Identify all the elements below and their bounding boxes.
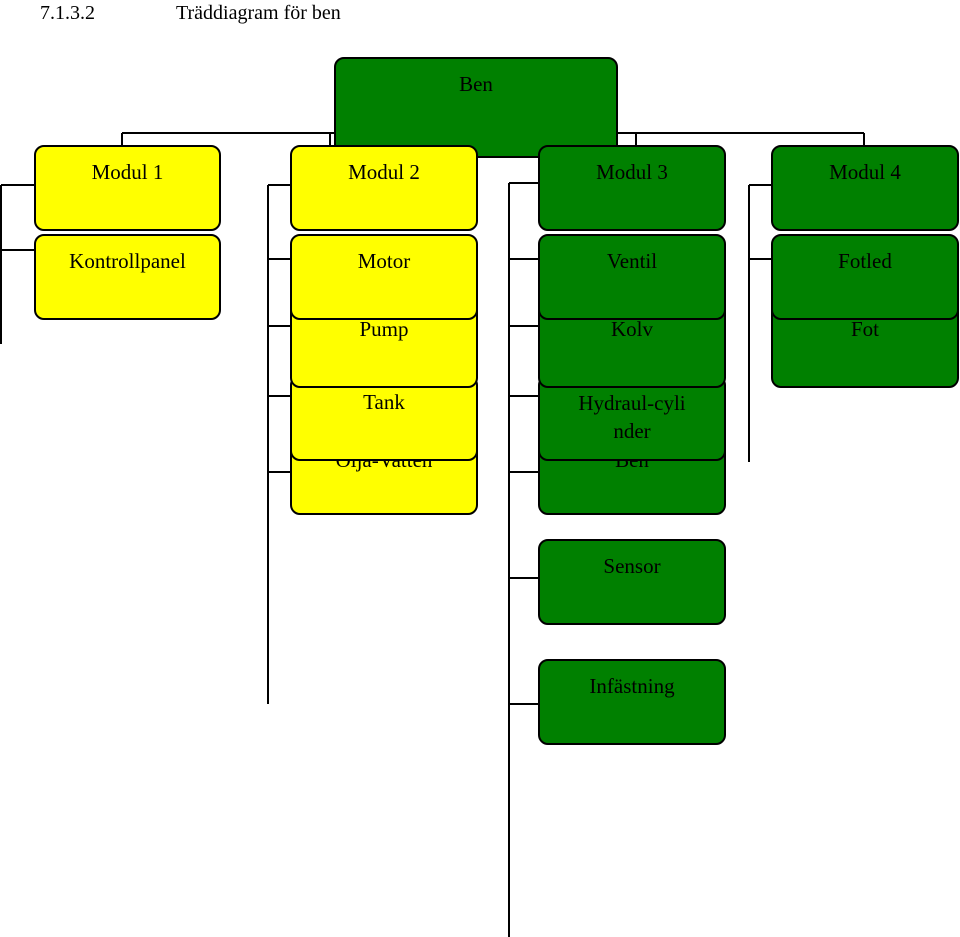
section-title: Träddiagram för ben [176, 2, 341, 24]
module-2-node: Modul 2 [290, 145, 478, 231]
component-sensor: Sensor [538, 539, 726, 625]
hydraulcylinder-label: Hydraul-cylinder [578, 391, 686, 443]
component-hydraulcylinder: Hydraul-cylinder [538, 375, 726, 461]
component-tank: Tank [290, 375, 478, 461]
component-kontrollpanel: Kontrollpanel [34, 234, 221, 320]
section-number: 7.1.3.2 [40, 2, 95, 24]
component-ventil: Ventil [538, 234, 726, 320]
module-4-node: Modul 4 [771, 145, 959, 231]
component-infastning: Infästning [538, 659, 726, 745]
root-node-ben: Ben [334, 57, 618, 158]
component-motor: Motor [290, 234, 478, 320]
component-fotled: Fotled [771, 234, 959, 320]
module-1-node: Modul 1 [34, 145, 221, 231]
module-3-node: Modul 3 [538, 145, 726, 231]
